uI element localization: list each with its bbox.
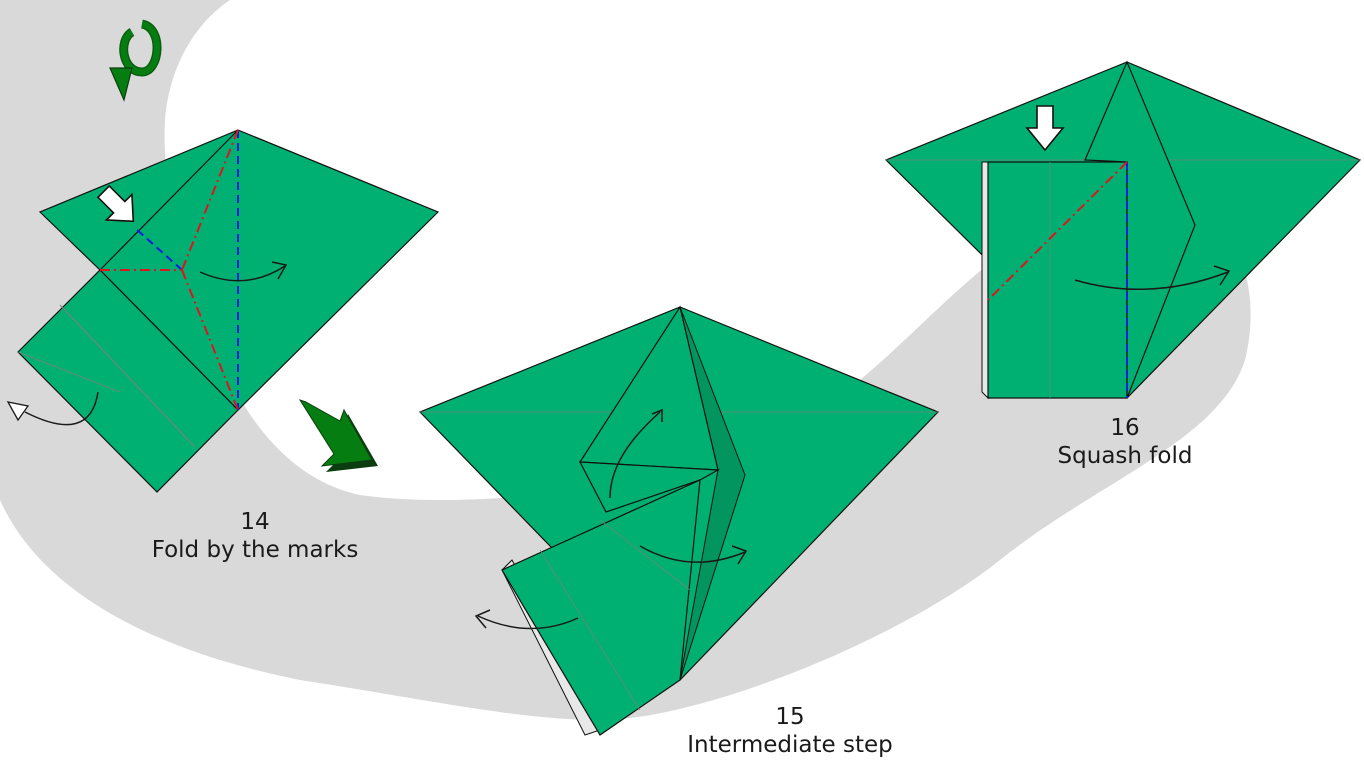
push-arrow-icon bbox=[1025, 105, 1065, 152]
step-16-caption: 16 Squash fold bbox=[1030, 414, 1220, 470]
step-16-back-layer bbox=[981, 161, 989, 400]
turn-arrow-icon bbox=[477, 615, 579, 630]
step-14-mountain-fold bbox=[181, 129, 239, 271]
turn-arrow-icon bbox=[474, 609, 491, 629]
step-14-crease bbox=[17, 351, 121, 393]
turn-arrow-icon bbox=[1074, 271, 1229, 290]
push-arrow-icon bbox=[96, 184, 135, 223]
step-14-bottom-square bbox=[17, 269, 239, 493]
step-15-crease bbox=[599, 519, 691, 591]
step-15-front-square bbox=[501, 479, 701, 736]
turn-arrow-icon bbox=[271, 261, 288, 280]
step-14-caption: 14 Fold by the marks bbox=[130, 508, 380, 564]
step-16-model bbox=[884, 60, 1362, 400]
step-15-number: 15 bbox=[775, 704, 805, 730]
turn-arrow-icon bbox=[639, 545, 746, 563]
step-15-model bbox=[418, 305, 940, 736]
step-16-number: 16 bbox=[1110, 415, 1140, 441]
step-15-crease bbox=[539, 549, 641, 711]
turn-arrow-icon bbox=[1213, 265, 1231, 286]
step-14-valley-fold bbox=[134, 227, 183, 271]
step-14-crease bbox=[59, 304, 196, 448]
next-step-arrow-icon bbox=[298, 399, 378, 472]
step-14-mountain-fold bbox=[181, 269, 239, 411]
turn-arrow-icon bbox=[199, 265, 286, 282]
background-path-band bbox=[0, 0, 1251, 720]
turn-arrow-icon bbox=[731, 545, 748, 565]
step-15-label: Intermediate step bbox=[687, 732, 893, 758]
turn-arrow-icon bbox=[609, 411, 661, 499]
step-16-mountain-fold bbox=[987, 161, 1128, 301]
flip-over-icon bbox=[109, 19, 162, 102]
turn-arrow-icon bbox=[24, 391, 99, 426]
turn-arrow-icon bbox=[651, 408, 663, 422]
turn-arrow-icon bbox=[6, 401, 30, 422]
step-14-label: Fold by the marks bbox=[151, 537, 359, 563]
step-14-model bbox=[6, 129, 440, 493]
step-14-number: 14 bbox=[240, 509, 270, 535]
step-16-label: Squash fold bbox=[1057, 443, 1193, 469]
step-15-caption: 15 Intermediate step bbox=[640, 703, 940, 759]
step-14-edge-line bbox=[99, 129, 239, 271]
